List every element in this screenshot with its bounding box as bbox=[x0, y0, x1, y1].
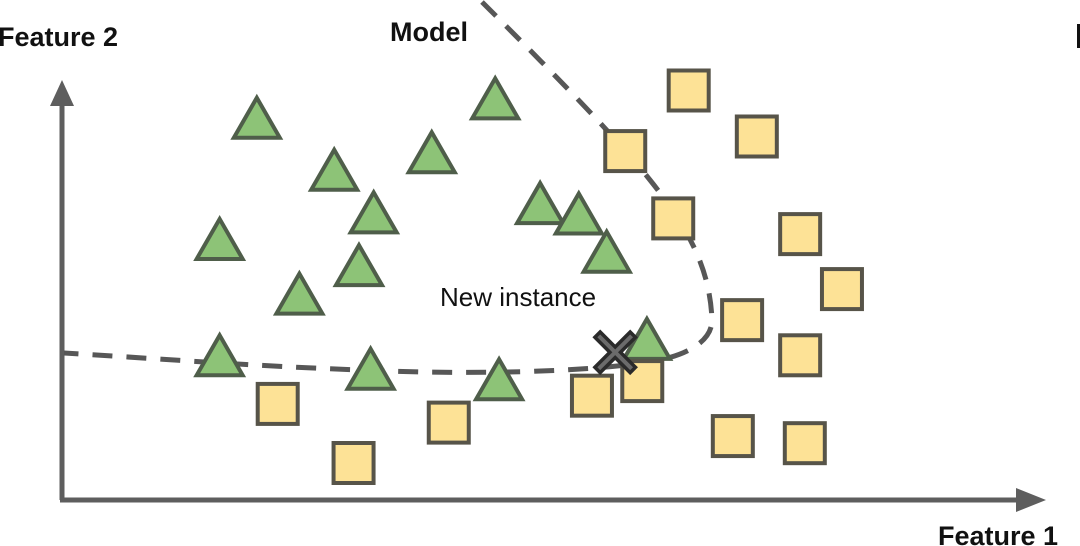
y-axis-label: Feature 2 bbox=[0, 22, 118, 52]
square-point bbox=[819, 267, 864, 312]
triangle-point bbox=[552, 189, 606, 236]
x-axis-arrow-icon bbox=[1016, 488, 1046, 512]
square-point bbox=[651, 196, 696, 241]
x-axis-label: Feature 1 bbox=[938, 521, 1058, 546]
triangle-point bbox=[332, 241, 386, 288]
triangle-point bbox=[230, 93, 284, 140]
axes bbox=[50, 80, 1046, 512]
square-point bbox=[782, 421, 827, 466]
x-stroke-inner bbox=[597, 334, 634, 371]
triangle-point bbox=[405, 128, 459, 175]
triangle-point bbox=[272, 269, 326, 316]
y-axis-arrow-icon bbox=[50, 80, 74, 106]
triangle-point bbox=[193, 331, 247, 378]
triangle-point bbox=[347, 188, 401, 235]
square-point bbox=[720, 298, 765, 343]
model-decision-boundary bbox=[63, 0, 715, 375]
model-label: Model bbox=[390, 17, 468, 47]
triangle-point bbox=[468, 74, 522, 121]
square-point bbox=[426, 400, 471, 445]
square-point bbox=[331, 441, 376, 485]
square-point bbox=[603, 129, 648, 174]
triangle-class-points bbox=[193, 74, 674, 402]
square-point bbox=[734, 114, 779, 159]
square-point bbox=[569, 373, 614, 418]
new-instance-x-icon bbox=[592, 329, 638, 376]
triangle-point bbox=[307, 145, 361, 192]
square-point bbox=[778, 333, 823, 378]
triangle-point bbox=[580, 227, 634, 274]
cropped-text-fragment bbox=[1077, 24, 1080, 48]
square-point bbox=[255, 381, 300, 426]
triangle-point bbox=[513, 179, 567, 226]
triangle-point bbox=[193, 214, 247, 261]
triangle-point bbox=[472, 355, 526, 402]
square-class-points bbox=[255, 68, 864, 485]
triangle-point bbox=[344, 344, 398, 391]
square-point bbox=[778, 212, 823, 257]
square-point bbox=[710, 414, 755, 459]
new-instance-points bbox=[592, 329, 638, 376]
new-instance-label: New instance bbox=[440, 282, 596, 312]
square-point bbox=[666, 68, 711, 113]
